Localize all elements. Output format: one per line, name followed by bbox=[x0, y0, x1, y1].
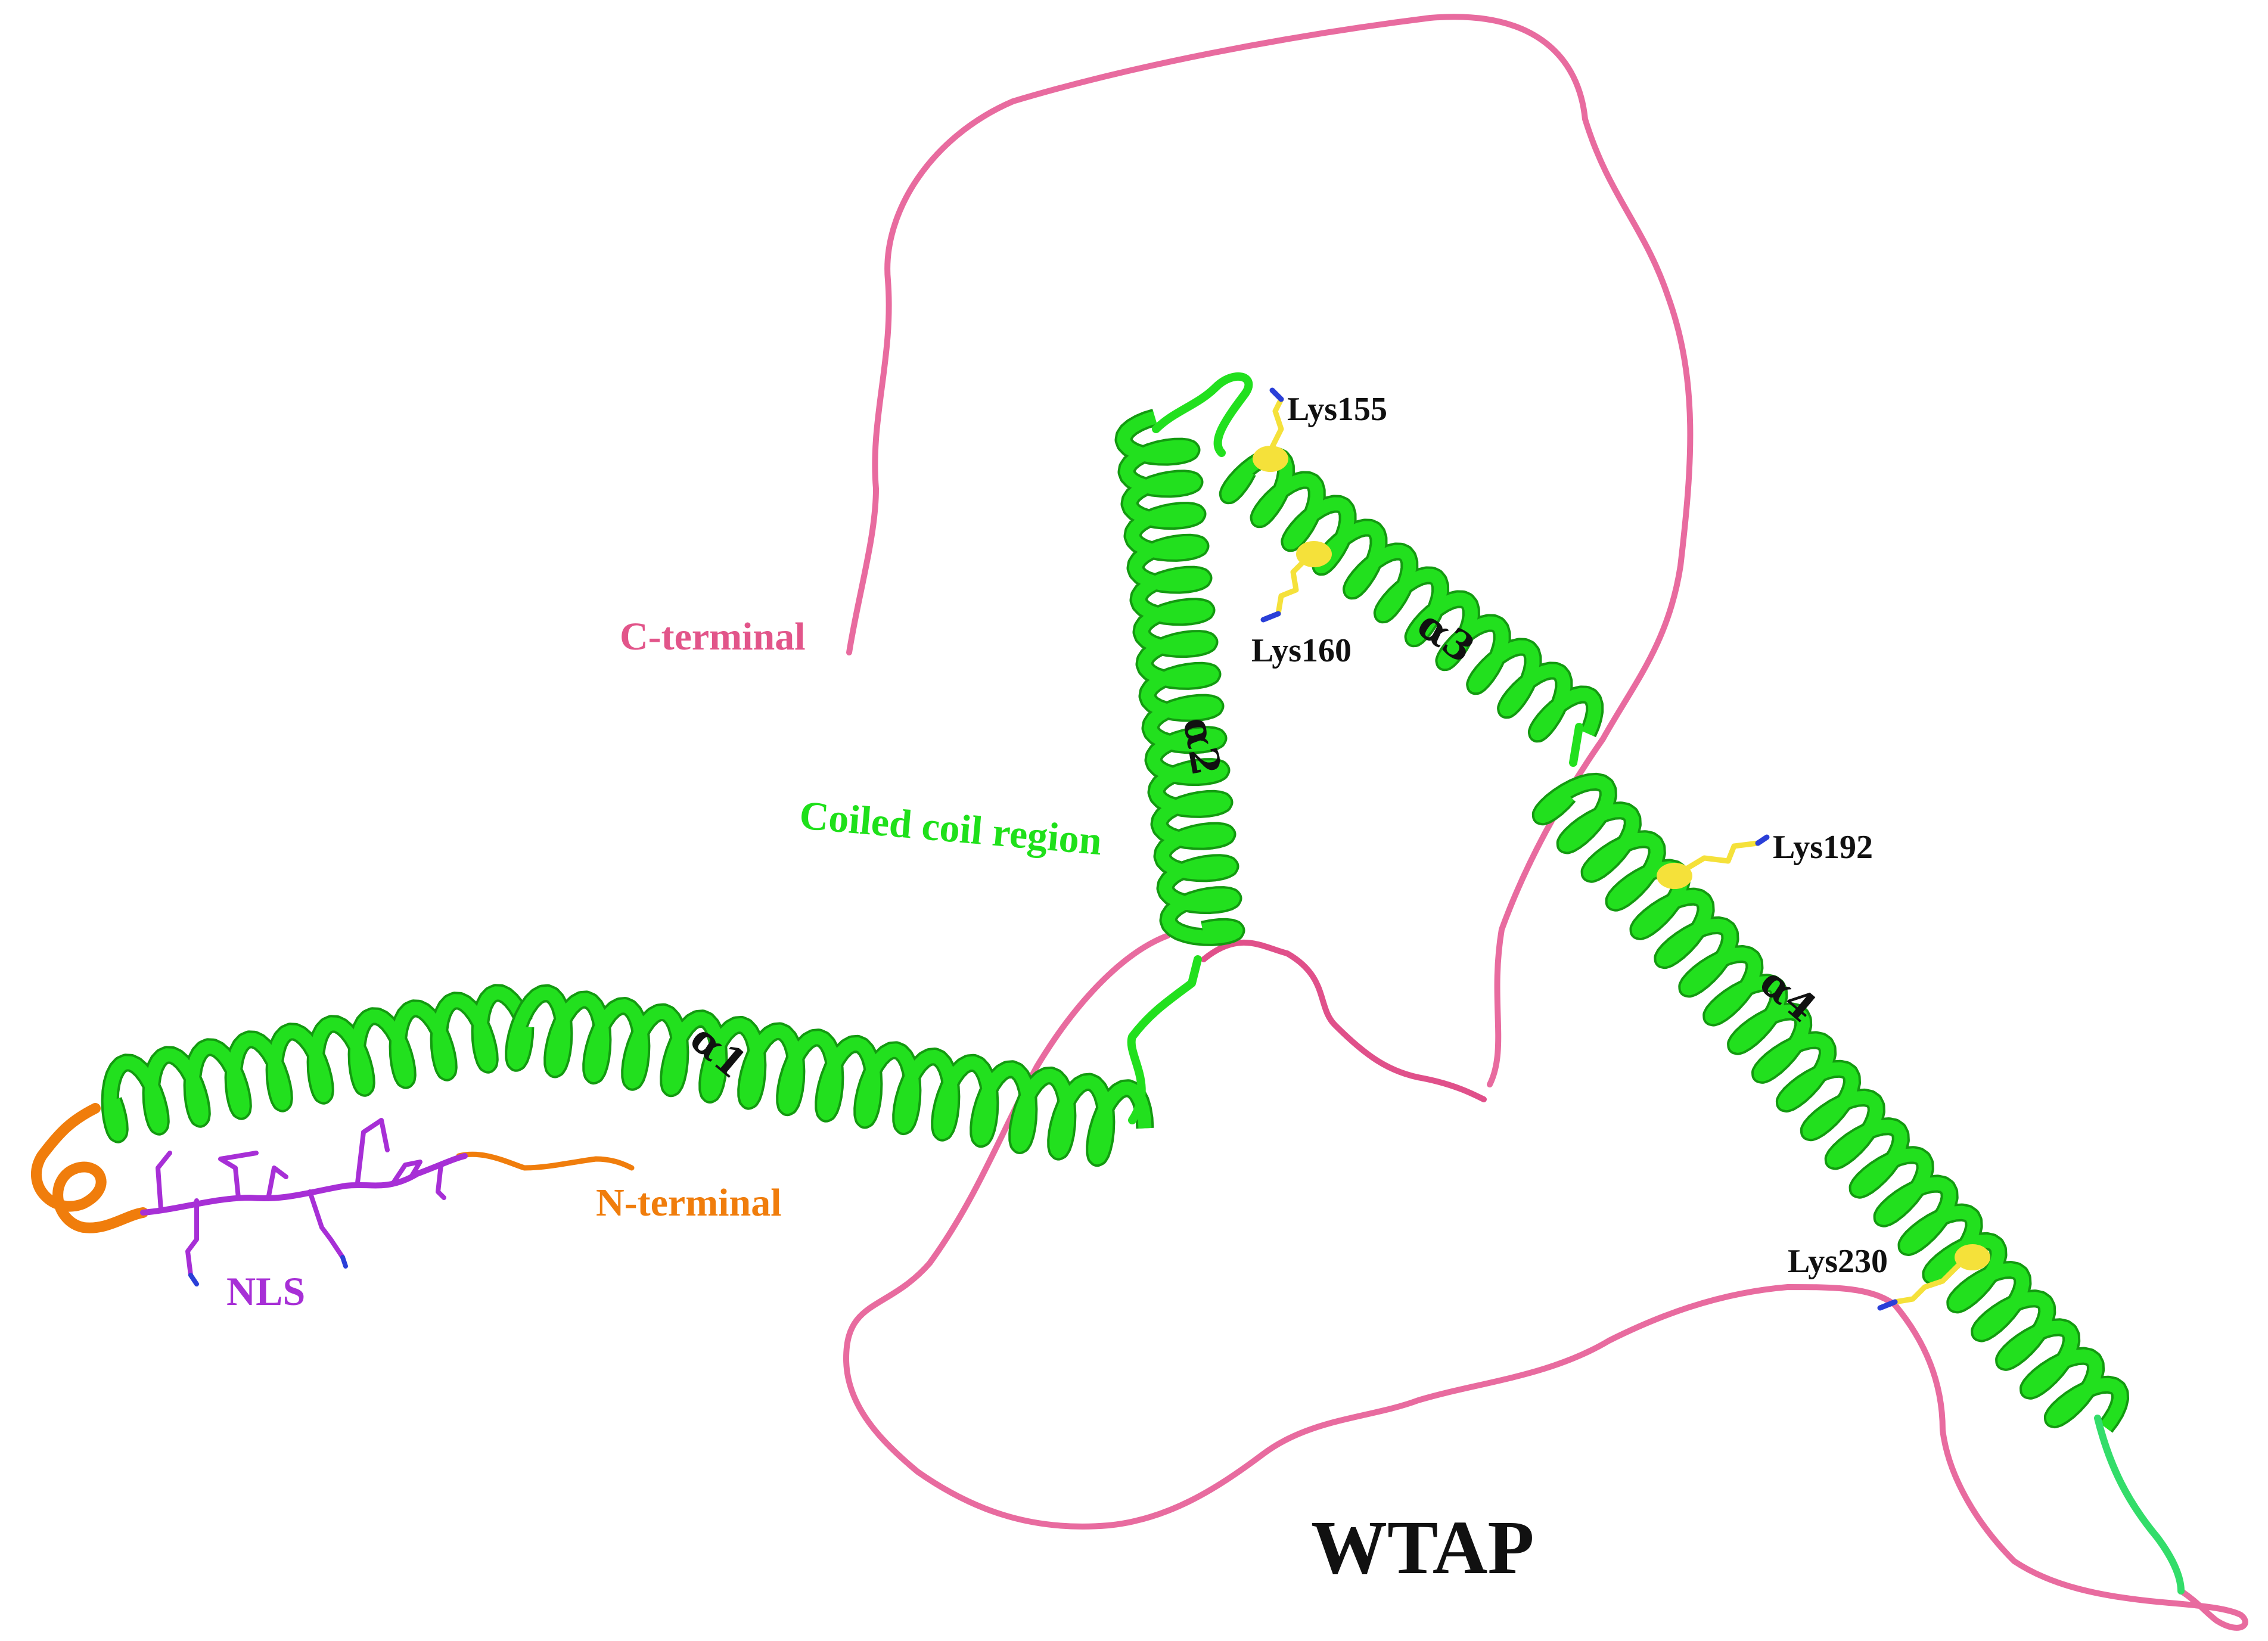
helix-alpha1-right-ribbon bbox=[507, 986, 1152, 1165]
lys160-side-chain bbox=[1275, 551, 1314, 617]
lys230-label: Lys230 bbox=[1788, 1243, 1888, 1280]
n-terminal-coil bbox=[30, 1103, 148, 1233]
lys160-label: Lys160 bbox=[1251, 632, 1352, 669]
helix-alpha2-top-loop bbox=[1152, 372, 1253, 457]
nls-side-chain bbox=[185, 1198, 199, 1278]
lysine-patch-1 bbox=[1253, 446, 1288, 472]
helix-alpha1-right bbox=[505, 984, 1154, 1167]
linker-loop-1 bbox=[1201, 939, 1487, 1102]
lys230-side-chain bbox=[1892, 1254, 1969, 1305]
lys160-nitrogen bbox=[1260, 611, 1281, 623]
lys155-side-chain bbox=[1266, 396, 1284, 456]
helix-layer bbox=[101, 372, 2185, 1595]
nitrogen-atom bbox=[340, 1255, 348, 1269]
helix-alpha1-left-ribbon bbox=[103, 986, 530, 1141]
nls-side-chain bbox=[266, 1166, 288, 1201]
nls-label: NLS bbox=[226, 1269, 305, 1314]
helix-alpha3-ribbon bbox=[1221, 449, 1602, 741]
helix-connector-1 bbox=[1127, 955, 1202, 1124]
lys192-label: Lys192 bbox=[1773, 829, 1873, 866]
lys155-nitrogen bbox=[1269, 387, 1284, 402]
helix-alpha2-label: α2 bbox=[1174, 714, 1230, 779]
n-terminal-label: N-terminal bbox=[596, 1181, 782, 1224]
nls-backbone bbox=[140, 1153, 468, 1216]
lys192-side-chain bbox=[1672, 840, 1761, 879]
helix-alpha2-ribbon bbox=[1117, 411, 1243, 944]
coiled-coil-label: Coiled coil region bbox=[798, 792, 1104, 863]
helix-alpha1-left bbox=[101, 984, 533, 1143]
helix-alpha3 bbox=[1219, 447, 1604, 743]
c-terminal-label: C-terminal bbox=[620, 615, 806, 658]
loop-strands bbox=[843, 14, 2248, 1631]
nls-side-chain bbox=[391, 1160, 422, 1185]
linker-loop-2 bbox=[843, 933, 2248, 1631]
nls-side-chain bbox=[156, 1151, 172, 1212]
lys230-nitrogen bbox=[1877, 1299, 1898, 1311]
helix-alpha2 bbox=[1114, 409, 1245, 946]
n-terminal-strand bbox=[456, 1151, 635, 1171]
wtap-title: WTAP bbox=[1311, 1505, 1534, 1590]
helix-alpha4-tail bbox=[2094, 1415, 2185, 1595]
nls-nitrogen-tips bbox=[188, 1255, 348, 1286]
lys155-label: Lys155 bbox=[1287, 391, 1387, 428]
nls-side-chain bbox=[307, 1189, 345, 1260]
lysine-side-chains bbox=[1260, 387, 1969, 1311]
nls-side-chain bbox=[355, 1118, 390, 1185]
nls-side-chain bbox=[436, 1163, 446, 1200]
nls-side-chain bbox=[218, 1151, 259, 1200]
nls-side-chains bbox=[156, 1118, 446, 1278]
n-terminal-segment bbox=[30, 1103, 635, 1286]
c-terminal-loop bbox=[846, 14, 1694, 1087]
helix-connector-3 bbox=[1569, 723, 1583, 767]
lys192-nitrogen bbox=[1755, 834, 1770, 846]
nitrogen-atom bbox=[188, 1273, 199, 1286]
